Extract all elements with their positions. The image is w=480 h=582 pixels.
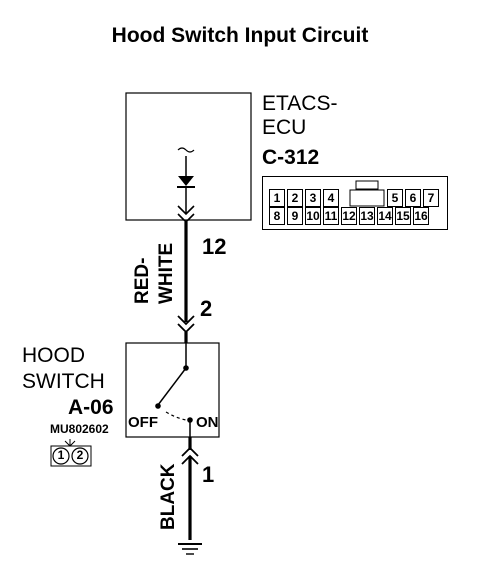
wire-color-lower: BLACK: [158, 463, 179, 531]
chevron-down-icon: [177, 315, 195, 326]
ecu-pin-number: 12: [202, 234, 227, 259]
switch-pin-top: 2: [200, 296, 213, 321]
connector-pin: 10: [305, 207, 321, 225]
switch-connector-pin-circle: [52, 447, 70, 465]
diagram-title: Hood Switch Input Circuit: [111, 24, 369, 47]
connector-pin: 9: [287, 207, 303, 225]
switch-pos-on: ON: [196, 414, 219, 431]
switch-pos-off: OFF: [128, 414, 158, 431]
connector-pin: 7: [423, 189, 439, 207]
connector-pin: 11: [323, 207, 339, 225]
switch-name-line1: HOOD: [22, 344, 85, 367]
connector-pin: 5: [387, 189, 403, 207]
switch-connector-pin-circle: [71, 447, 89, 465]
switch-connector-icon: [50, 445, 92, 467]
connector-pin: 2: [287, 189, 303, 207]
switch-connector-pin: 2: [76, 448, 84, 462]
connector-pin: 3: [305, 189, 321, 207]
switch-connector-pin: 1: [57, 448, 65, 462]
connector-pin: 14: [377, 207, 393, 225]
switch-travel-arc: [165, 411, 187, 421]
connector-pin: 4: [323, 189, 339, 207]
connector-pin: 16: [413, 207, 429, 225]
connector-pin: 12: [341, 207, 357, 225]
ecu-box: [125, 92, 252, 221]
connector-key-bump: [355, 180, 379, 190]
chevron-down-icon: [177, 205, 195, 216]
wire-color-line1: RED-: [132, 257, 153, 304]
ecu-name-line1: ETACS-: [262, 92, 338, 115]
switch-connector-id: A-06: [68, 396, 114, 419]
wire-color-line2: WHITE: [156, 242, 177, 304]
switch-lever: [157, 367, 187, 406]
chevron-down-icon: [177, 213, 195, 224]
connector-pin: 13: [359, 207, 375, 225]
ecu-internal-tilde: [177, 147, 195, 153]
diode-icon: [178, 176, 194, 186]
switch-pin-bottom: 1: [202, 462, 215, 487]
connector-pin: 6: [405, 189, 421, 207]
ecu-name-line2: ECU: [262, 116, 307, 139]
switch-off-contact: [155, 403, 161, 409]
connector-pin: 15: [395, 207, 411, 225]
connector-pin: 1: [269, 189, 285, 207]
ecu-connector-face: 1 2 3 4 5 6 7 8 9 10 11 12 13 14 15 16: [262, 176, 448, 230]
ecu-connector-id: C-312: [262, 146, 320, 169]
switch-box: [125, 342, 220, 438]
connector-pin: 8: [269, 207, 285, 225]
connector-key-slot-rect: [349, 189, 385, 207]
switch-part-number: MU802602: [50, 422, 109, 436]
switch-connector-latch: [64, 440, 76, 447]
switch-name-line2: SWITCH: [22, 370, 105, 393]
